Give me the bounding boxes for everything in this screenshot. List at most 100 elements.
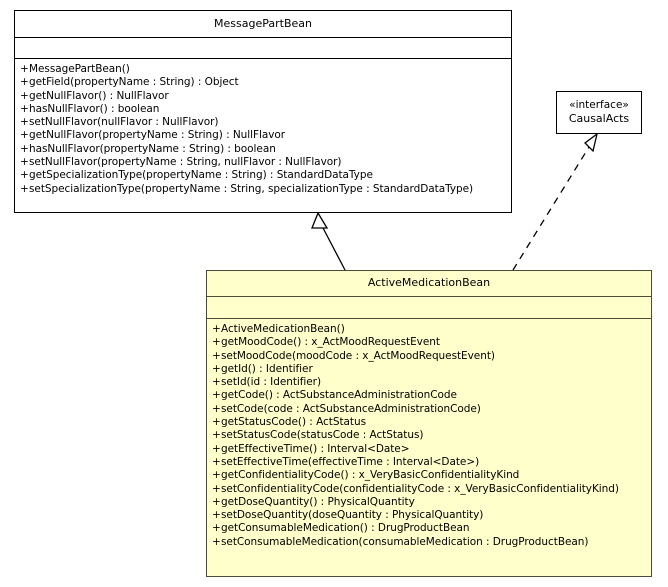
method-signature: setMoodCode(moodCode : x_ActMoodRequestE… bbox=[221, 349, 495, 362]
visibility-marker: + bbox=[212, 469, 221, 482]
method-signature: setEffectiveTime(effectiveTime : Interva… bbox=[221, 455, 480, 468]
method-row[interactable]: +setDoseQuantity(doseQuantity : Physical… bbox=[207, 509, 651, 522]
visibility-marker: + bbox=[20, 89, 29, 102]
method-signature: hasNullFlavor(propertyName : String) : b… bbox=[29, 142, 276, 155]
visibility-marker: + bbox=[212, 323, 221, 335]
visibility-marker: + bbox=[212, 376, 221, 389]
attributes-compartment-active-medication-bean bbox=[207, 296, 651, 318]
method-row[interactable]: +MessagePartBean() bbox=[15, 63, 511, 76]
visibility-marker: + bbox=[20, 116, 29, 129]
method-signature: hasNullFlavor() : boolean bbox=[29, 102, 160, 115]
visibility-marker: + bbox=[212, 389, 221, 402]
visibility-marker: + bbox=[212, 349, 221, 362]
visibility-marker: + bbox=[212, 362, 221, 375]
method-signature: getConsumableMedication() : DrugProductB… bbox=[221, 522, 470, 535]
visibility-marker: + bbox=[212, 429, 221, 442]
method-row[interactable]: +setId(id : Identifier) bbox=[207, 376, 651, 389]
method-signature: getCode() : ActSubstanceAdministrationCo… bbox=[221, 389, 457, 402]
method-row[interactable]: +setNullFlavor(nullFlavor : NullFlavor) bbox=[15, 116, 511, 129]
method-signature: getStatusCode() : ActStatus bbox=[221, 416, 366, 429]
method-signature: setConsumableMedication(consumableMedica… bbox=[221, 535, 589, 548]
class-title-causal-acts: CausalActs bbox=[568, 112, 630, 125]
visibility-marker: + bbox=[20, 129, 29, 142]
method-signature: getDoseQuantity() : PhysicalQuantity bbox=[221, 495, 415, 508]
method-row[interactable]: +hasNullFlavor() : boolean bbox=[15, 103, 511, 116]
visibility-marker: + bbox=[20, 156, 29, 169]
generalization-line bbox=[321, 225, 346, 271]
attributes-compartment-message-part-bean bbox=[15, 37, 511, 58]
method-signature: getNullFlavor(propertyName : String) : N… bbox=[29, 129, 286, 142]
method-signature: MessagePartBean() bbox=[29, 63, 130, 75]
visibility-marker: + bbox=[20, 169, 29, 182]
realization-line bbox=[512, 146, 590, 271]
visibility-marker: + bbox=[20, 182, 29, 195]
visibility-marker: + bbox=[212, 495, 221, 508]
visibility-marker: + bbox=[212, 336, 221, 349]
method-row[interactable]: +getConsumableMedication() : DrugProduct… bbox=[207, 522, 651, 535]
method-signature: getNullFlavor() : NullFlavor bbox=[29, 89, 169, 102]
class-box-active-medication-bean[interactable]: ActiveMedicationBean +ActiveMedicationBe… bbox=[206, 270, 652, 577]
method-row[interactable]: +getDoseQuantity() : PhysicalQuantity bbox=[207, 496, 651, 509]
method-signature: setId(id : Identifier) bbox=[221, 376, 321, 389]
stereotype-label-causal-acts: «interface» bbox=[569, 99, 629, 111]
visibility-marker: + bbox=[212, 509, 221, 522]
visibility-marker: + bbox=[212, 522, 221, 535]
method-row[interactable]: +ActiveMedicationBean() bbox=[207, 323, 651, 336]
method-row[interactable]: +getField(propertyName : String) : Objec… bbox=[15, 76, 511, 89]
method-signature: setSpecializationType(propertyName : Str… bbox=[29, 182, 474, 195]
class-title-message-part-bean: MessagePartBean bbox=[214, 17, 312, 30]
method-row[interactable]: +getMoodCode() : x_ActMoodRequestEvent bbox=[207, 336, 651, 349]
realization-connector[interactable] bbox=[512, 132, 599, 271]
operations-compartment-message-part-bean: +MessagePartBean() +getField(propertyNam… bbox=[15, 58, 511, 199]
method-row[interactable]: +setCode(code : ActSubstanceAdministrati… bbox=[207, 403, 651, 416]
method-signature: setNullFlavor(propertyName : String, nul… bbox=[29, 156, 342, 169]
method-signature: getMoodCode() : x_ActMoodRequestEvent bbox=[221, 336, 440, 349]
method-signature: getSpecializationType(propertyName : Str… bbox=[29, 169, 373, 182]
method-row[interactable]: +setConsumableMedication(consumableMedic… bbox=[207, 536, 651, 549]
method-row[interactable]: +setMoodCode(moodCode : x_ActMoodRequest… bbox=[207, 350, 651, 363]
visibility-marker: + bbox=[20, 142, 29, 155]
visibility-marker: + bbox=[212, 442, 221, 455]
method-signature: getEffectiveTime() : Interval<Date> bbox=[221, 442, 410, 455]
method-row[interactable]: +getConfidentialityCode() : x_VeryBasicC… bbox=[207, 469, 651, 482]
method-row[interactable]: +getCode() : ActSubstanceAdministrationC… bbox=[207, 389, 651, 402]
method-signature: getId() : Identifier bbox=[221, 362, 313, 375]
visibility-marker: + bbox=[20, 102, 29, 115]
class-box-causal-acts[interactable]: «interface» CausalActs bbox=[556, 91, 642, 134]
visibility-marker: + bbox=[212, 535, 221, 548]
visibility-marker: + bbox=[212, 416, 221, 429]
method-signature: getConfidentialityCode() : x_VeryBasicCo… bbox=[221, 469, 520, 482]
method-row[interactable]: +setStatusCode(statusCode : ActStatus) bbox=[207, 429, 651, 442]
class-title-active-medication-bean: ActiveMedicationBean bbox=[367, 276, 491, 289]
generalization-connector[interactable] bbox=[311, 211, 346, 271]
method-signature: ActiveMedicationBean() bbox=[221, 323, 345, 335]
method-row[interactable]: +getSpecializationType(propertyName : St… bbox=[15, 169, 511, 182]
method-row[interactable]: +getStatusCode() : ActStatus bbox=[207, 416, 651, 429]
method-row[interactable]: +setNullFlavor(propertyName : String, nu… bbox=[15, 156, 511, 169]
method-row[interactable]: +setSpecializationType(propertyName : St… bbox=[15, 183, 511, 196]
method-row[interactable]: +getNullFlavor() : NullFlavor bbox=[15, 90, 511, 103]
method-row[interactable]: +hasNullFlavor(propertyName : String) : … bbox=[15, 143, 511, 156]
visibility-marker: + bbox=[20, 63, 29, 75]
visibility-marker: + bbox=[20, 76, 29, 89]
method-row[interactable]: +getNullFlavor(propertyName : String) : … bbox=[15, 129, 511, 142]
class-name-compartment: ActiveMedicationBean bbox=[207, 271, 651, 296]
method-signature: getField(propertyName : String) : Object bbox=[29, 76, 239, 89]
visibility-marker: + bbox=[212, 482, 221, 495]
class-name-compartment: MessagePartBean bbox=[15, 11, 511, 37]
class-box-message-part-bean[interactable]: MessagePartBean +MessagePartBean() +getF… bbox=[14, 10, 512, 213]
method-row[interactable]: +setConfidentialityCode(confidentialityC… bbox=[207, 483, 651, 496]
method-signature: setDoseQuantity(doseQuantity : PhysicalQ… bbox=[221, 509, 484, 522]
realization-arrowhead bbox=[584, 132, 599, 153]
visibility-marker: + bbox=[212, 455, 221, 468]
method-signature: setCode(code : ActSubstanceAdministratio… bbox=[221, 402, 481, 415]
method-signature: setStatusCode(statusCode : ActStatus) bbox=[221, 429, 424, 442]
generalization-arrowhead bbox=[311, 211, 329, 229]
method-row[interactable]: +getId() : Identifier bbox=[207, 363, 651, 376]
operations-compartment-active-medication-bean: +ActiveMedicationBean() +getMoodCode() :… bbox=[207, 318, 651, 552]
method-row[interactable]: +getEffectiveTime() : Interval<Date> bbox=[207, 443, 651, 456]
method-row[interactable]: +setEffectiveTime(effectiveTime : Interv… bbox=[207, 456, 651, 469]
method-signature: setConfidentialityCode(confidentialityCo… bbox=[221, 482, 619, 495]
